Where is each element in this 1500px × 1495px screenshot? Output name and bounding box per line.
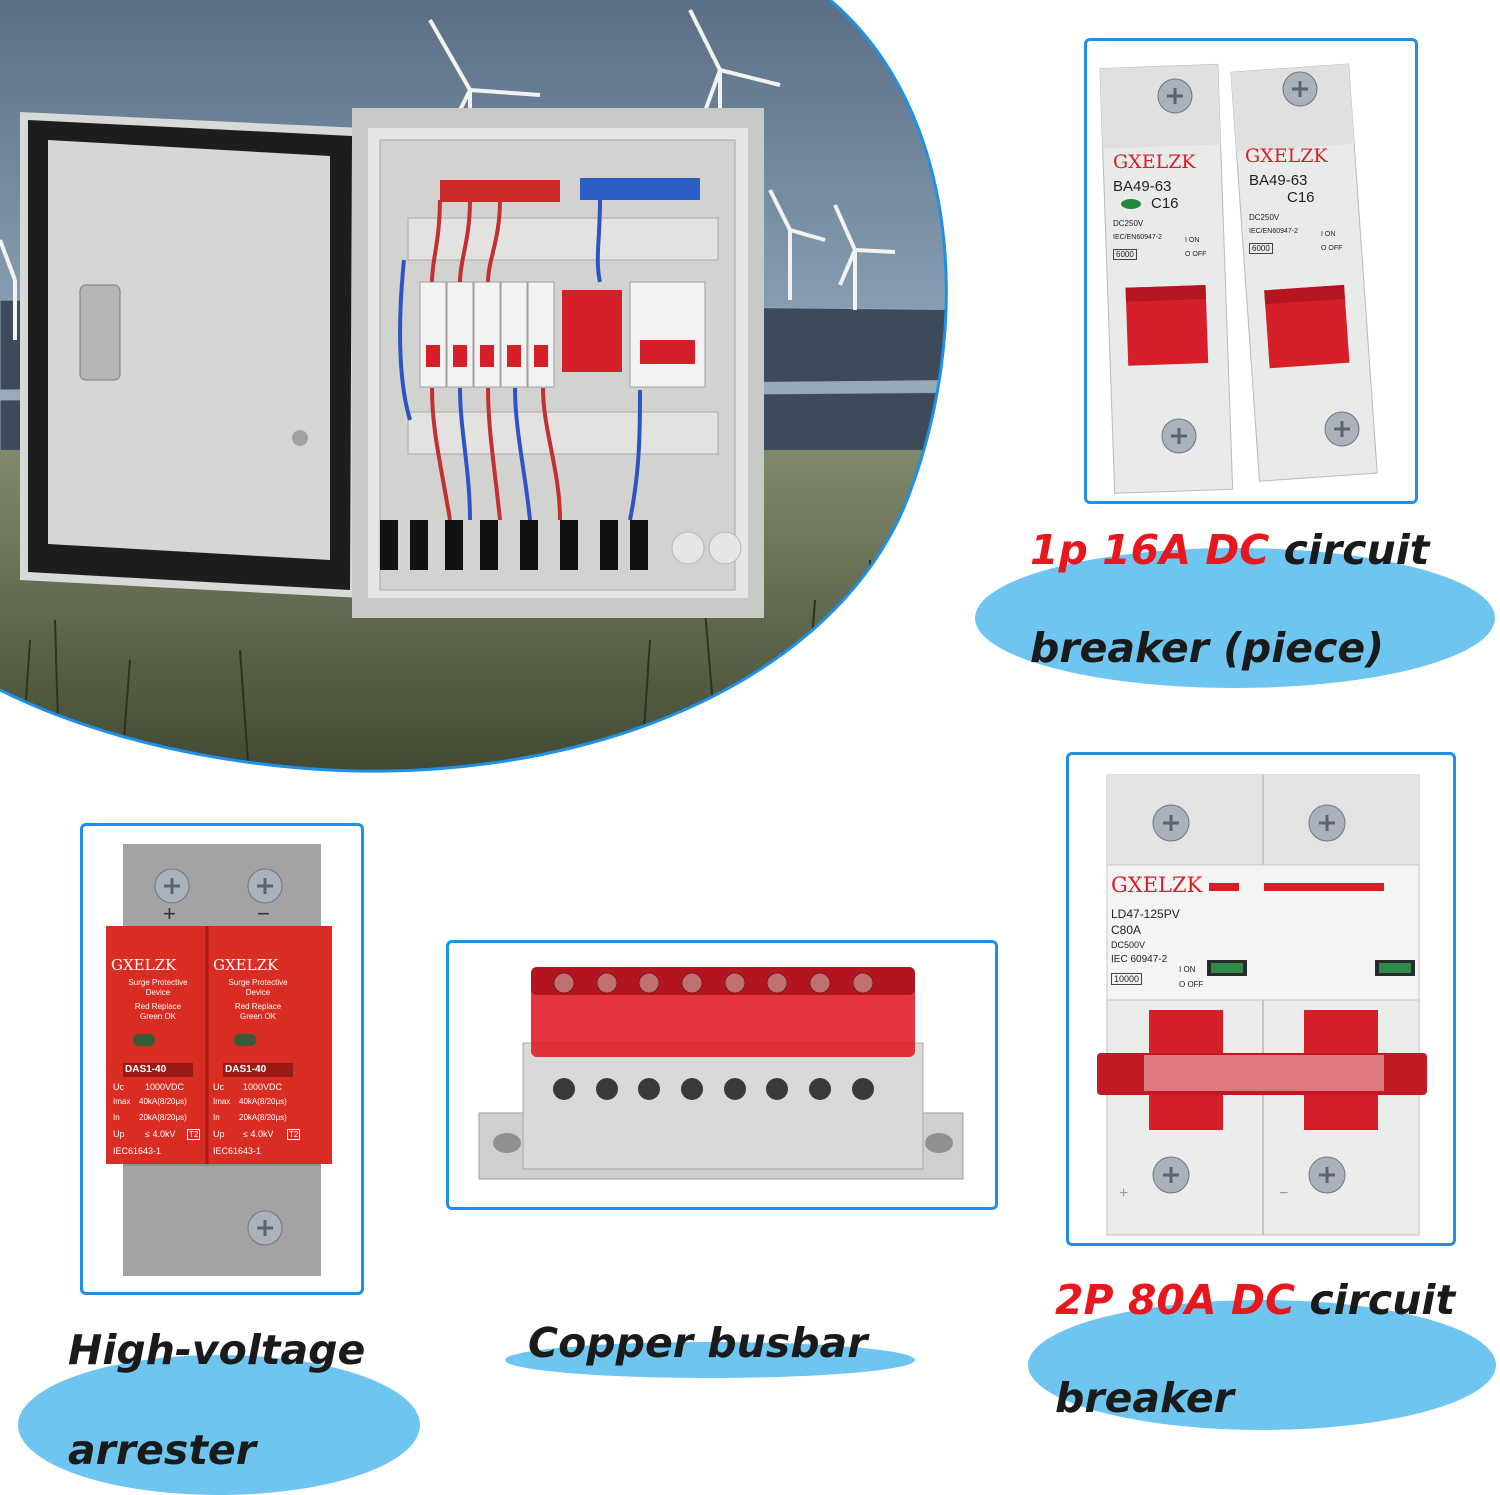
breaker-1p-voltage-right: DC250V (1249, 213, 1280, 222)
breaker-1p-illustration (1099, 63, 1378, 494)
arrester-class-right: T2 (287, 1129, 301, 1140)
caption-1p-black: circuit (1283, 526, 1430, 574)
arrester-model-right: DAS1-40 (225, 1064, 267, 1075)
arrester-indicator-line1-left: Red Replace (134, 1002, 182, 1011)
arrester-imax-value-left: 40kA(8/20μs) (139, 1097, 187, 1106)
arrester-brand-right: GXELZK (213, 956, 279, 974)
breaker-1p-capacity-right: 6000 (1249, 243, 1273, 254)
arrester-indicator-line2-left: Green OK (139, 1012, 176, 1021)
breaker-2p-minus-mark: − (1279, 1185, 1289, 1202)
breaker-2p-illustration (1097, 774, 1427, 1236)
arrester-up-value-right: ≤ 4.0kV (243, 1129, 274, 1139)
arrester-device-line1-right: Surge Protective (228, 978, 288, 987)
breaker-1p-standard-right: IEC/EN60947-2 (1249, 228, 1299, 235)
caption-2p-line2: breaker (1055, 1374, 1234, 1422)
arrester-plus-mark: + (163, 901, 176, 926)
breaker-1p-rating-left: C16 (1151, 195, 1179, 212)
breaker-2p-off: O OFF (1179, 980, 1204, 989)
arrester-uc-label-right: Uc (213, 1082, 224, 1092)
breaker-1p-off-left: O OFF (1185, 251, 1207, 258)
caption-arrester-line2: arrester (68, 1426, 256, 1474)
arrester-indicator-line1-right: Red Replace (234, 1002, 282, 1011)
breaker-2p-on: I ON (1179, 965, 1196, 974)
breaker-2p-rating: C80A (1111, 923, 1142, 937)
arrester-in-label-right: In (213, 1113, 220, 1122)
caption-busbar: Copper busbar (528, 1319, 868, 1367)
breaker-1p-photo-panel: GXELZK BA49-63 C16 DC250V IEC/EN60947-2 … (1084, 38, 1418, 504)
breaker-1p-on-left: I ON (1185, 237, 1200, 244)
breaker-1p-model-left: BA49-63 (1113, 178, 1172, 195)
breaker-1p-capacity-left: 6000 (1113, 249, 1137, 260)
breaker-1p-voltage-left: DC250V (1113, 219, 1144, 228)
breaker-1p-off-right: O OFF (1321, 245, 1343, 252)
caption-arrester-line1: High-voltage (68, 1326, 366, 1374)
breaker-2p-plus-mark: + (1119, 1185, 1129, 1202)
breaker-2p-model: LD47-125PV (1111, 907, 1180, 921)
hero-enclosure-photo (0, 0, 948, 773)
arrester-class-left: T2 (187, 1129, 201, 1140)
arrester-up-label-left: Up (113, 1129, 125, 1139)
arrester-device-line2-left: Device (145, 988, 171, 997)
arrester-in-value-right: 20kA(8/20μs) (239, 1113, 287, 1122)
caption-busbar-highlight (505, 1342, 915, 1378)
arrester-brand-left: GXELZK (111, 956, 177, 974)
arrester-minus-mark: − (257, 901, 270, 926)
arrester-uc-label-left: Uc (113, 1082, 124, 1092)
arrester-imax-label-right: Imax (213, 1097, 231, 1106)
caption-2p-highlight (1028, 1300, 1496, 1430)
arrester-standard-right: IEC61643-1 (213, 1146, 262, 1156)
busbar-photo-panel (446, 940, 998, 1210)
breaker-2p-brand: GXELZK (1111, 873, 1203, 897)
breaker-2p-photo-panel: GXELZK LD47-125PV C80A DC500V IEC 60947-… (1066, 752, 1456, 1246)
breaker-1p-on-right: I ON (1321, 231, 1336, 238)
breaker-1p-standard-left: IEC/EN60947-2 (1113, 234, 1163, 241)
arrester-device-line1-left: Surge Protective (128, 978, 188, 987)
arrester-model-left: DAS1-40 (125, 1064, 167, 1075)
breaker-1p-rating-right: C16 (1287, 189, 1315, 206)
arrester-standard-left: IEC61643-1 (113, 1146, 162, 1156)
caption-1p-red: 1p 16A DC (1030, 526, 1270, 574)
caption-2p-black: circuit (1309, 1276, 1456, 1324)
busbar-illustration (478, 967, 964, 1180)
breaker-1p-brand-right: GXELZK (1245, 145, 1328, 167)
breaker-1p-brand-left: GXELZK (1113, 151, 1196, 173)
arrester-illustration (106, 844, 332, 1276)
caption-1p-line1: 1p 16A DC circuit (1030, 530, 1429, 571)
caption-1p-line2: breaker (piece) (1030, 624, 1384, 672)
arrester-device-line2-right: Device (245, 988, 271, 997)
arrester-imax-label-left: Imax (113, 1097, 131, 1106)
breaker-1p-model-right: BA49-63 (1249, 172, 1308, 189)
arrester-uc-value-right: 1000VDC (243, 1082, 283, 1092)
caption-2p-line1: 2P 80A DC circuit (1055, 1280, 1455, 1321)
caption-arrester-highlight (18, 1355, 420, 1495)
arrester-photo-panel: + − GXELZK Surge Protective Device Red R… (80, 823, 364, 1295)
arrester-uc-value-left: 1000VDC (145, 1082, 185, 1092)
arrester-in-value-left: 20kA(8/20μs) (139, 1113, 187, 1122)
arrester-in-label-left: In (113, 1113, 120, 1122)
breaker-2p-capacity: 10000 (1111, 973, 1143, 985)
arrester-indicator-line2-right: Green OK (239, 1012, 276, 1021)
breaker-2p-standard: IEC 60947-2 (1111, 954, 1168, 965)
caption-2p-red: 2P 80A DC (1055, 1276, 1296, 1324)
arrester-up-value-left: ≤ 4.0kV (145, 1129, 176, 1139)
arrester-imax-value-right: 40kA(8/20μs) (239, 1097, 287, 1106)
arrester-up-label-right: Up (213, 1129, 225, 1139)
breaker-2p-voltage: DC500V (1111, 940, 1146, 950)
caption-1p-highlight (975, 548, 1495, 688)
